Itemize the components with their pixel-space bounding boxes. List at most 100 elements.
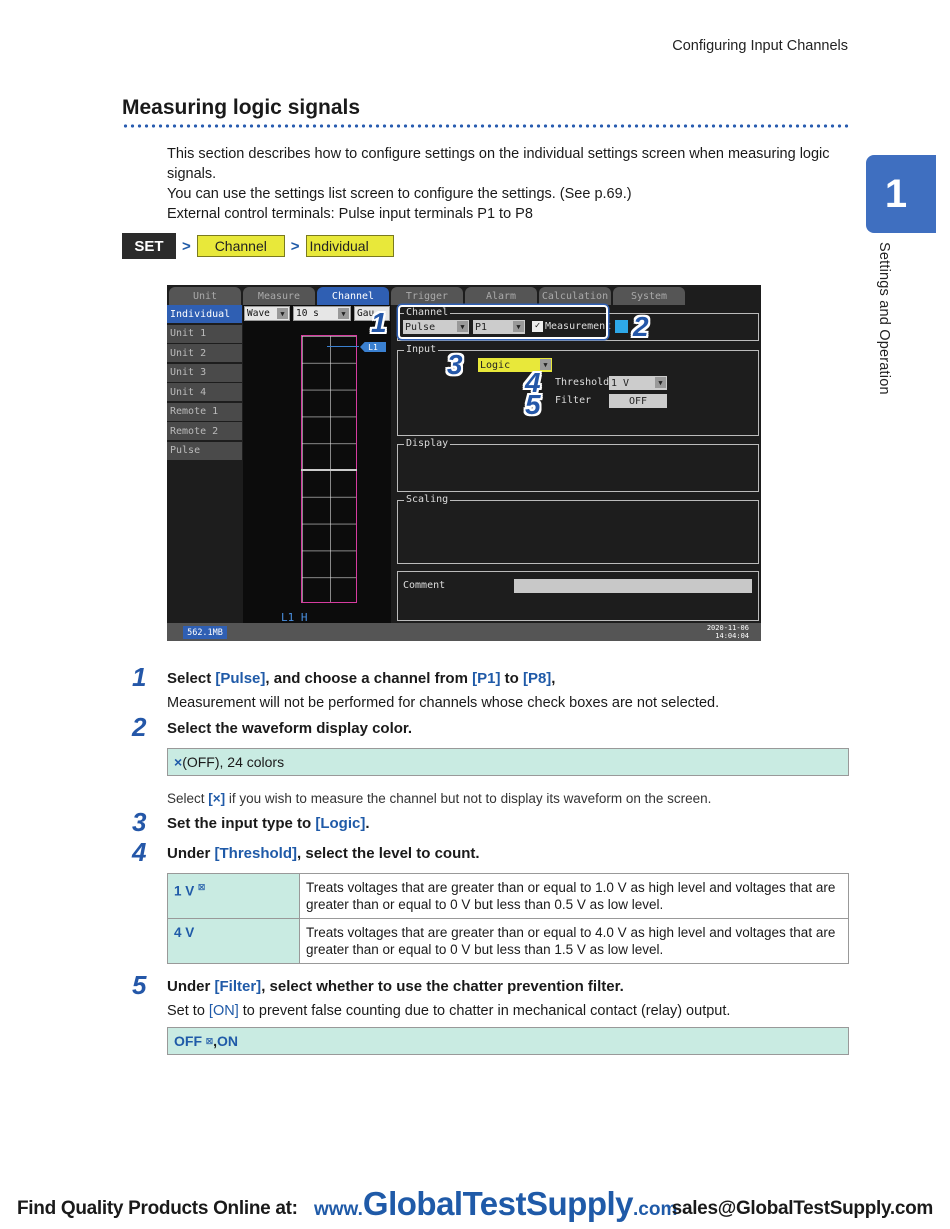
text: . xyxy=(365,815,370,832)
step-5-heading: Under [Filter], select whether to use th… xyxy=(167,978,624,995)
input-type-select[interactable]: Logic ▼ xyxy=(478,358,552,372)
channel-group: Channel xyxy=(397,307,759,341)
comment-label: Comment xyxy=(403,580,446,591)
step-number: 5 xyxy=(132,970,147,1000)
side-item-unit-4[interactable]: Unit 4 xyxy=(167,383,242,401)
side-item-remote-2[interactable]: Remote 2 xyxy=(167,422,242,440)
memory-indicator: 562.1MB xyxy=(183,626,227,639)
threshold-key: 4 V xyxy=(167,918,300,964)
breadcrumb-separator: > xyxy=(182,237,191,255)
callout-highlight xyxy=(398,305,608,339)
color-options-box: × (OFF), 24 colors xyxy=(167,748,849,776)
instrument-screen: Unit Measure Channel Trigger Alarm Calcu… xyxy=(167,285,761,641)
group-title: Input xyxy=(404,344,439,355)
gauge-button[interactable]: Gau xyxy=(354,306,390,321)
time-select[interactable]: 10 s ▼ xyxy=(293,306,351,321)
chapter-tab: 1 xyxy=(866,155,936,233)
breadcrumb-separator: > xyxy=(290,237,300,255)
chevron-down-icon: ▼ xyxy=(513,321,524,332)
side-item-individual[interactable]: Individual xyxy=(167,305,242,323)
step-5-note: Set to [ON] to prevent false counting du… xyxy=(167,1003,730,1019)
text: , and choose a channel from xyxy=(265,670,473,687)
filter-options-box: OFF ☒, ON xyxy=(167,1027,849,1055)
waveform-center-line xyxy=(301,469,357,471)
side-item-unit-2[interactable]: Unit 2 xyxy=(167,344,242,362)
filter-toggle[interactable]: OFF xyxy=(609,394,667,408)
logic-ref: [Logic] xyxy=(315,815,366,832)
footer-email[interactable]: sales@GlobalTestSupply.com xyxy=(671,1198,934,1219)
filter-ref: [Filter] xyxy=(214,978,262,995)
screen-tabs: Unit Measure Channel Trigger Alarm Calcu… xyxy=(167,285,761,305)
p8-ref: [P8] xyxy=(522,670,552,687)
threshold-table: 1 V ☒ Treats voltages that are greater t… xyxy=(167,873,849,964)
tab-trigger[interactable]: Trigger xyxy=(391,287,463,305)
scaling-group: Scaling xyxy=(397,494,759,564)
threshold-select[interactable]: 1 V ▼ xyxy=(609,376,667,390)
waveform-label: L1 H xyxy=(281,611,308,624)
threshold-desc: Treats voltages that are greater than or… xyxy=(299,873,849,919)
threshold-value: 1 V xyxy=(611,377,630,389)
off-ref: [×] xyxy=(208,791,226,806)
title-divider xyxy=(122,122,850,130)
status-bar: 562.1MB 2020-11-06 14:04:04 xyxy=(167,623,761,641)
step-4-heading: Under [Threshold], select the level to c… xyxy=(167,845,480,862)
step-3-heading: Set the input type to [Logic]. xyxy=(167,815,370,832)
waveform-trace xyxy=(327,346,359,347)
channel-marker: L1 xyxy=(360,342,386,352)
tab-calculation[interactable]: Calculation xyxy=(539,287,611,305)
set-key: SET xyxy=(122,233,176,259)
chevron-down-icon: ▼ xyxy=(277,308,288,319)
text: if you wish to measure the channel but n… xyxy=(225,791,712,806)
measurement-label: Measurement xyxy=(545,321,612,332)
screen-side-menu: Individual Unit 1 Unit 2 Unit 3 Unit 4 R… xyxy=(167,305,242,461)
step-1-note: Measurement will not be performed for ch… xyxy=(167,695,720,711)
table-row: 4 V Treats voltages that are greater tha… xyxy=(167,918,849,964)
callout-3: 3 xyxy=(447,349,463,380)
tab-unit[interactable]: Unit xyxy=(169,287,241,305)
color-options-text: (OFF), 24 colors xyxy=(182,754,285,770)
side-item-unit-3[interactable]: Unit 3 xyxy=(167,363,242,382)
step-2-note: Select [×] if you wish to measure the ch… xyxy=(167,791,711,806)
measurement-checkbox[interactable]: ✓ xyxy=(532,321,543,332)
text: Under xyxy=(167,845,215,862)
intro-text: This section describes how to configure … xyxy=(167,144,847,224)
tab-alarm[interactable]: Alarm xyxy=(465,287,537,305)
side-item-pulse[interactable]: Pulse xyxy=(167,441,242,460)
side-item-unit-1[interactable]: Unit 1 xyxy=(167,324,242,343)
chevron-down-icon: ▼ xyxy=(338,308,349,319)
individual-crumb: Individual xyxy=(305,235,394,257)
group-title: Scaling xyxy=(404,494,451,505)
side-item-remote-1[interactable]: Remote 1 xyxy=(167,402,242,421)
text: to prevent false counting due to chatter… xyxy=(238,1003,731,1019)
wave-select[interactable]: Wave ▼ xyxy=(244,306,290,321)
default-icon: ☒ xyxy=(198,883,206,892)
clock: 2020-11-06 14:04:04 xyxy=(707,624,749,640)
settings-panel: Channel Pulse ▼ P1 ▼ ✓ Measurement Input… xyxy=(371,305,761,623)
waveform-color-swatch[interactable] xyxy=(615,320,628,333)
footer-tagline: Find Quality Products Online at: xyxy=(17,1198,298,1219)
tab-channel[interactable]: Channel xyxy=(317,287,389,305)
footer-website[interactable]: www.GlobalTestSupply.com xyxy=(314,1185,677,1223)
tab-measure[interactable]: Measure xyxy=(243,287,315,305)
text: Set the input type to xyxy=(167,815,316,832)
www-prefix: www. xyxy=(314,1199,363,1220)
date-readout: 2020-11-06 xyxy=(706,624,749,632)
channel-number-select[interactable]: P1 ▼ xyxy=(473,320,525,334)
callout-4: 4 xyxy=(525,367,541,398)
channel-type-select[interactable]: Pulse ▼ xyxy=(403,320,469,334)
step-number: 2 xyxy=(132,712,147,742)
step-1-heading: Select [Pulse], and choose a channel fro… xyxy=(167,670,555,687)
threshold-ref: [Threshold] xyxy=(214,845,298,862)
tab-system[interactable]: System xyxy=(613,287,685,305)
text: , xyxy=(551,670,556,687)
section-title: Measuring logic signals xyxy=(122,96,361,119)
comment-group xyxy=(397,571,759,621)
step-2-heading: Select the waveform display color. xyxy=(167,720,413,737)
on-ref: [ON] xyxy=(208,1003,239,1019)
text: Select xyxy=(167,670,216,687)
comment-input[interactable] xyxy=(514,579,752,593)
callout-1: 1 xyxy=(371,307,387,338)
channel-number-value: P1 xyxy=(475,321,488,333)
callout-5: 5 xyxy=(525,389,541,420)
threshold-desc: Treats voltages that are greater than or… xyxy=(299,918,849,964)
